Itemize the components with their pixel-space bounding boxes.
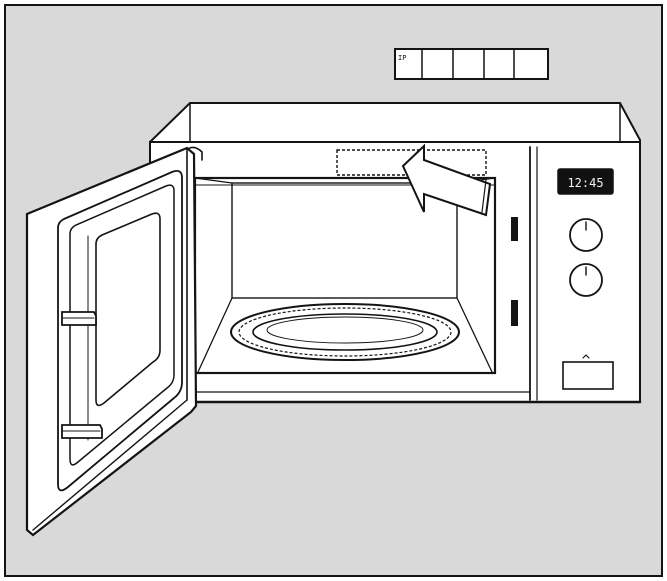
timer-knob-icon[interactable] — [569, 218, 603, 252]
display-time: 12:45 — [567, 176, 603, 190]
digital-display — [557, 168, 614, 195]
arrow-pointing-to-label-icon — [401, 143, 492, 217]
turntable-plate — [230, 303, 460, 361]
door-window-pane — [95, 212, 161, 407]
control-panel: 12:45 — [557, 168, 614, 390]
body-top-face — [149, 102, 641, 148]
door-latch-slot-upper — [511, 217, 518, 241]
door-latch-hook-upper — [61, 311, 97, 326]
rating-label-box: IP — [394, 48, 549, 80]
open-door — [25, 146, 198, 537]
waveguide-cover-outline — [336, 149, 487, 176]
door-latch-hook-lower — [61, 424, 103, 439]
power-knob-icon[interactable] — [569, 263, 603, 297]
cavity-back-wall — [231, 182, 458, 299]
door-open-button-icon[interactable] — [562, 354, 614, 390]
rating-label-code: IP — [398, 54, 406, 62]
door-latch-slot-lower — [511, 300, 518, 326]
